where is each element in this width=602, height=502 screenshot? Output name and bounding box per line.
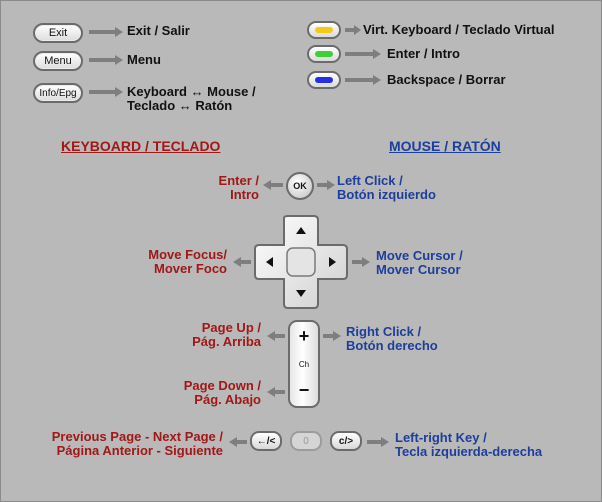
next-key-label: c/>: [338, 435, 354, 447]
channel-rocker: + Ch −: [288, 320, 320, 408]
arrow-left-icon: [267, 331, 285, 341]
exit-button: Exit: [33, 23, 83, 43]
arrow-left-icon: [263, 180, 283, 190]
ok-button: OK: [286, 172, 314, 200]
arrow-left-icon: [267, 387, 285, 397]
bottom-keyboard-line2: Página Anterior - Siguiente: [56, 443, 223, 458]
channel-mouse-line2: Botón derecho: [346, 338, 438, 353]
info-label-line2: Teclado ↔ Ratón: [127, 98, 233, 113]
exit-label: Exit / Salir: [127, 23, 190, 38]
dpad-mouse-line1: Move Cursor /: [376, 248, 463, 263]
channel-mouse-line1: Right Click /: [346, 324, 422, 339]
previous-key-button: ←/<: [250, 431, 282, 451]
arrow-right-icon: [323, 331, 341, 341]
green-button: [307, 45, 341, 63]
arrow-right-icon: [89, 87, 123, 97]
next-key-button: c/>: [330, 431, 362, 451]
menu-button: Menu: [33, 51, 83, 71]
blue-button: [307, 71, 341, 89]
channel-plus-icon: +: [298, 326, 310, 346]
page-down-line2: Pág. Abajo: [194, 392, 261, 407]
arrow-left-icon: [233, 257, 251, 267]
page-up-line1: Page Up /: [201, 320, 261, 335]
arrow-right-icon: [317, 180, 335, 190]
page-up-line2: Pág. Arriba: [192, 334, 261, 349]
dpad-keyboard-line2: Mover Foco: [154, 261, 227, 276]
ok-mouse-line1: Left Click /: [337, 173, 403, 188]
menu-label: Menu: [127, 52, 161, 67]
ok-keyboard-line2: Intro: [230, 187, 259, 202]
green-led-icon: [315, 51, 333, 57]
blue-led-icon: [315, 77, 333, 83]
arrow-right-icon: [367, 437, 389, 447]
yellow-button: [307, 21, 341, 39]
info-epg-button-label: Info/Epg: [39, 87, 77, 99]
arrow-right-icon: [345, 75, 381, 85]
info-label-line1: Keyboard ↔ Mouse /: [127, 84, 256, 99]
green-label: Enter / Intro: [387, 46, 460, 61]
bottom-mouse-line1: Left-right Key /: [395, 430, 487, 445]
dpad-keyboard-line1: Move Focus/: [148, 247, 227, 262]
ok-keyboard-line1: Enter /: [218, 173, 259, 188]
mouse-heading: MOUSE / RATÓN: [389, 138, 501, 154]
bottom-keyboard-line1: Previous Page - Next Page /: [51, 429, 223, 444]
ok-button-label: OK: [293, 181, 307, 191]
arrow-right-icon: [89, 55, 123, 65]
channel-label: Ch: [298, 360, 310, 369]
exit-button-label: Exit: [48, 27, 68, 39]
arrow-right-icon: [345, 49, 381, 59]
ok-mouse-line2: Botón izquierdo: [337, 187, 436, 202]
dpad-mouse-line2: Mover Cursor: [376, 262, 461, 277]
arrow-left-icon: [229, 437, 247, 447]
arrow-right-icon: [89, 27, 123, 37]
bottom-mouse-line2: Tecla izquierda-derecha: [395, 444, 543, 459]
blue-label: Backspace / Borrar: [387, 72, 506, 87]
dpad-icon: [254, 215, 348, 309]
menu-button-label: Menu: [44, 55, 72, 67]
info-epg-button: Info/Epg: [33, 83, 83, 103]
yellow-label: Virt. Keyboard / Teclado Virtual: [363, 22, 555, 37]
arrow-right-icon: [352, 257, 370, 267]
arrow-right-icon: [345, 25, 361, 35]
keyboard-heading: KEYBOARD / TECLADO: [61, 138, 221, 154]
zero-key-button: 0: [290, 431, 322, 451]
page-down-line1: Page Down /: [183, 378, 261, 393]
yellow-led-icon: [315, 27, 333, 33]
zero-key-label: 0: [303, 435, 309, 447]
previous-key-label: ←/<: [256, 435, 276, 447]
channel-minus-icon: −: [298, 380, 310, 400]
